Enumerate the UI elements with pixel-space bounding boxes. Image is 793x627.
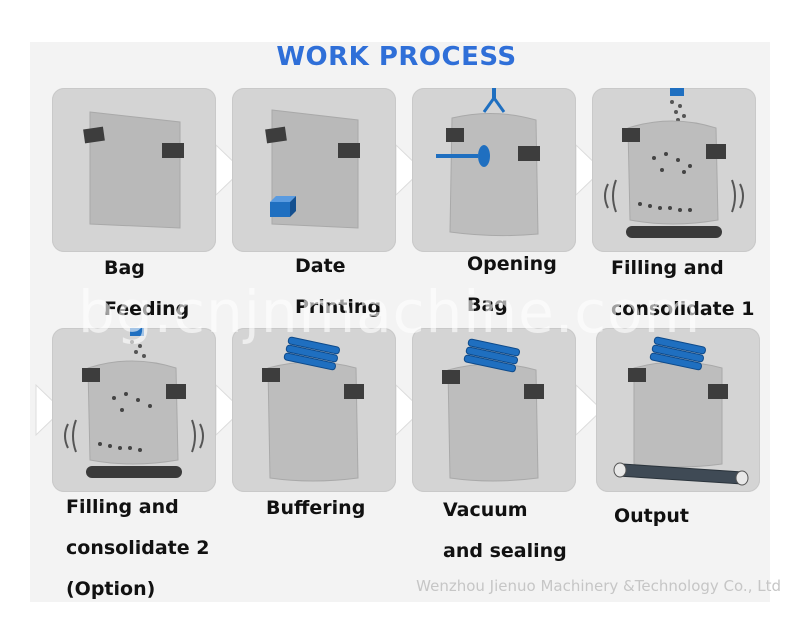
step-label-line: Filling and [611,257,724,279]
flow-arrow [395,383,423,437]
buffering-icon [262,336,364,482]
step-panel-buffering [232,328,396,492]
step-panel-filling-1 [592,88,756,252]
step-label-opening-bag: Opening Bag [467,244,557,326]
step-label-line: Filling and [66,496,179,518]
step-label-line: Buffering [266,497,366,519]
output-icon [613,336,749,486]
flow-arrow [575,143,603,197]
step-label-vacuum-sealing: Vacuum and sealing [443,490,567,572]
step-label-line: consolidate 2 [66,537,210,559]
step-panel-vacuum-sealing [412,328,576,492]
step-label-line: Bag [104,257,145,279]
step-label-date-printing: Date Printing [295,246,381,328]
step-panel-filling-2 [52,328,216,492]
flow-arrow [395,143,423,197]
step-label-line: Vacuum [443,499,528,521]
flow-arrow [215,383,243,437]
step-label-bag-feeding: Bag Feeding [104,248,189,330]
step-label-line: Date [295,255,346,277]
filling-icon [604,88,744,238]
flow-arrow [215,143,243,197]
step-label-line: consolidate 1 [611,298,755,320]
company-name: Wenzhou Jienuo Machinery &Technology Co.… [416,577,781,595]
step-label-line: Bag [467,294,508,316]
step-label-line: Opening [467,253,557,275]
step-label-buffering: Buffering [266,488,365,529]
watermark: bg.cnjnmachine.com [78,278,702,346]
step-label-line: Feeding [104,298,190,320]
step-panel-bag-feeding [52,88,216,252]
flow-arrow [575,383,603,437]
diagram-title: WORK PROCESS [276,42,517,72]
bag-opening-icon [436,88,540,237]
filling-icon [64,328,204,478]
flow-arrow [35,383,63,437]
step-label-filling-2: Filling and consolidate 2 (Option) [66,487,209,610]
step-panel-opening-bag [412,88,576,252]
step-panel-output [596,328,760,492]
date-printing-icon [265,109,360,229]
step-label-output: Output [614,496,689,537]
bag-feeding-icon [83,111,184,229]
step-label-line: and sealing [443,540,567,562]
step-label-line: (Option) [66,578,156,600]
step-label-filling-1: Filling and consolidate 1 [611,248,754,330]
vacuum-sealing-icon [442,338,544,482]
step-label-line: Printing [295,296,382,318]
step-panel-date-printing [232,88,396,252]
step-label-line: Output [614,505,689,527]
